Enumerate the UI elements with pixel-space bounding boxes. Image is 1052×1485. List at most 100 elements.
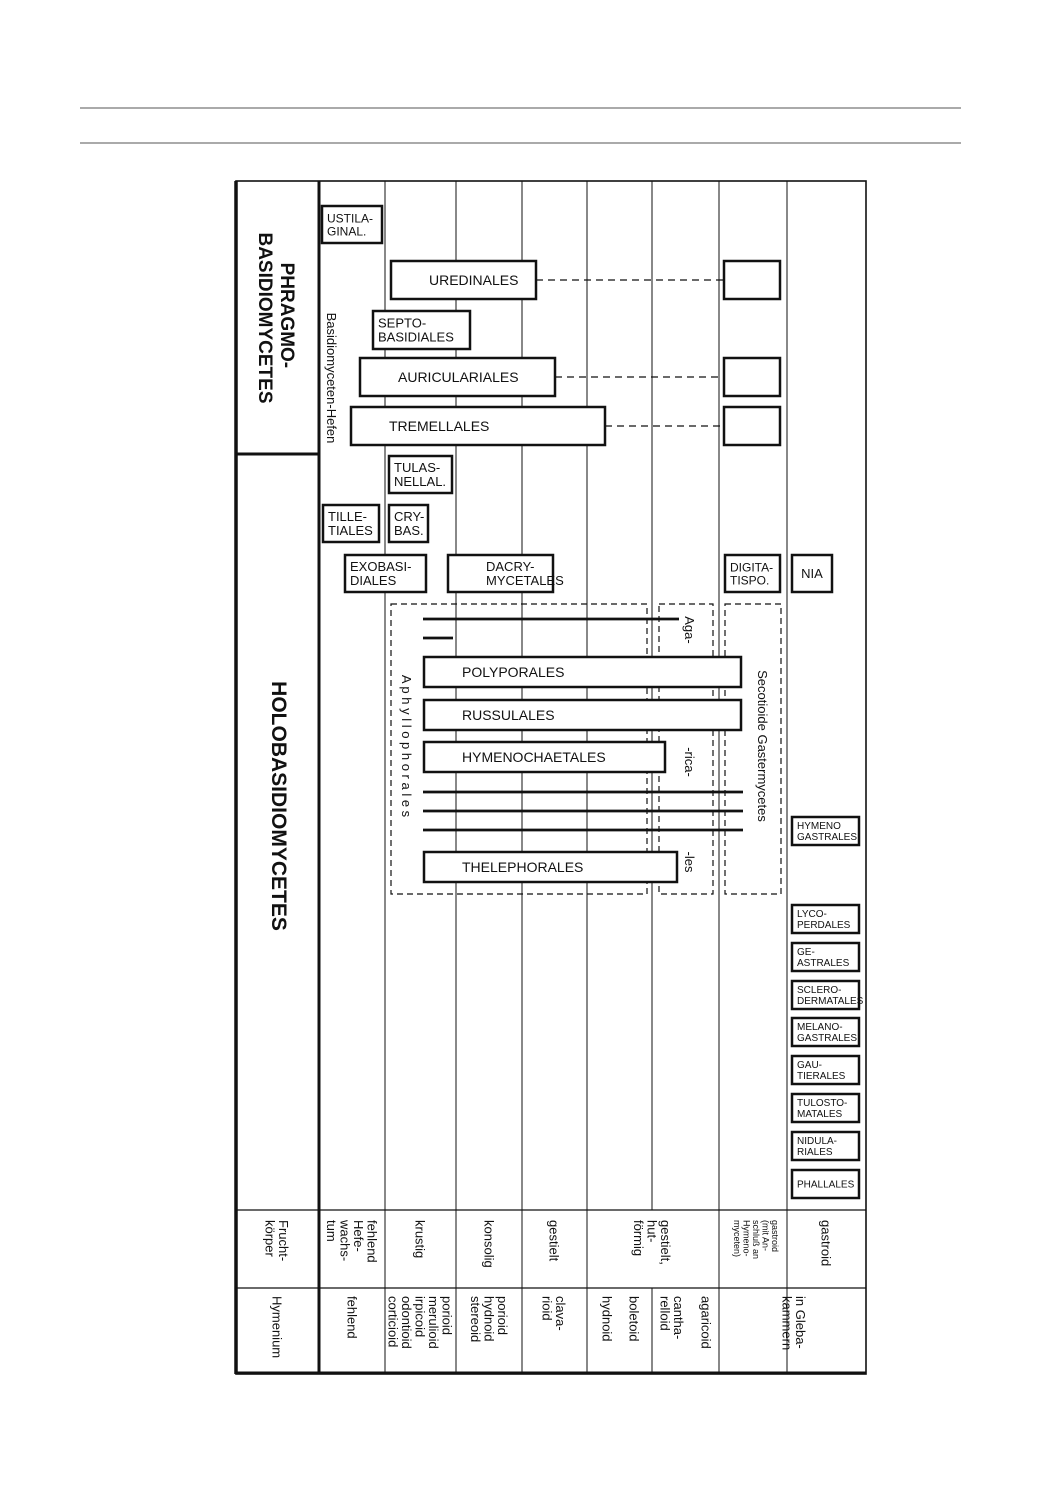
order-box [790, 815, 861, 847]
gastroid-box-auriculariales [722, 356, 782, 398]
fruchtkoerper-cell: gestielt,hut-förmig [631, 1220, 673, 1265]
fruchtkoerper-cell: fehlendHefe-wachs-tum [324, 1219, 380, 1263]
order-label: POLYPORALES [462, 664, 564, 680]
order-box [349, 405, 607, 447]
order-label: NIA [801, 566, 823, 581]
row-head-fruchtkoerper: Frucht-körper [263, 1220, 292, 1261]
secotioide-dashed-box [724, 603, 782, 895]
order-label: USTILA- [327, 211, 373, 225]
order-label: BASIDIALES [378, 330, 454, 345]
order-tremellales: TREMELLALES [349, 405, 607, 447]
order-digitatispo: DIGITA-TISPO. [723, 553, 782, 594]
order-nia: NIA [790, 553, 834, 594]
order-septobasidiales: SEPTO-BASIDIALES [371, 309, 472, 351]
order-box [387, 454, 454, 495]
label-aphyllophorales: A p h y l l o p h o r a l e s [399, 675, 414, 818]
order-label: HYMENOCHAETALES [462, 749, 606, 765]
order-box [790, 1016, 861, 1048]
order-box [389, 259, 538, 301]
order-box [343, 553, 428, 594]
hymenium-cell: porioidhydnoidstereoid [468, 1296, 510, 1342]
order-box [321, 503, 381, 544]
order-label: NELLAL. [394, 474, 446, 489]
order-box [320, 204, 384, 245]
order-label: GASTRALES [797, 832, 857, 843]
order-box [387, 503, 430, 544]
order-box [790, 1168, 861, 1200]
fruchtkoerper-cell: gestielt [546, 1220, 561, 1262]
label-rica: -rica- [682, 747, 697, 777]
order-label: PERDALES [797, 920, 851, 931]
order-box [422, 655, 743, 689]
order-sclerodermatales: SCLERO-DERMATALES [790, 979, 864, 1011]
order-box [790, 553, 834, 594]
order-label: AURICULARIALES [398, 369, 519, 385]
order-label: UREDINALES [429, 272, 518, 288]
order-phallales: PHALLALES [790, 1168, 861, 1200]
order-label: MELANO- [797, 1022, 843, 1033]
order-box [790, 979, 861, 1011]
order-label: MYCETALES [486, 573, 564, 588]
order-label: DIALES [350, 573, 397, 588]
label-secotioide: Secotioide Gastermycetes [755, 670, 770, 822]
order-dacrymycetales: DACRY-MYCETALES [446, 553, 564, 594]
label-basidiomyceten-hefen: Basidiomyceten-Hefen [324, 313, 339, 444]
order-label: GINAL. [327, 224, 366, 238]
order-label: ASTRALES [797, 958, 850, 969]
order-label: TIALES [328, 523, 373, 538]
order-label: BAS. [394, 523, 424, 538]
gastroid-box-tremellales [722, 405, 782, 447]
order-geastrales: GE-ASTRALES [790, 941, 861, 973]
order-label: CRY- [394, 509, 424, 524]
order-melanogastrales: MELANO-GASTRALES [790, 1016, 861, 1048]
order-label: TREMELLALES [389, 418, 489, 434]
order-gautierales: GAU-TIERALES [790, 1054, 861, 1086]
order-box [422, 740, 667, 774]
order-box [446, 553, 555, 594]
hymenium-cell: clava-rioid [540, 1296, 569, 1331]
fruchtkoerper-cell: konsolig [481, 1220, 496, 1268]
order-hymenochaetales: HYMENOCHAETALES [422, 740, 667, 774]
order-label: RIALES [797, 1147, 833, 1158]
group-title-phragmo: PHRAGMO- BASIDIOMYCETES [254, 232, 297, 403]
order-label: PHALLALES [797, 1180, 855, 1191]
label-les: -les [682, 852, 697, 873]
order-label: TIERALES [797, 1071, 846, 1082]
phragmo-line: PHRAGMO- [276, 263, 297, 369]
order-label: TULAS- [394, 460, 440, 475]
order-box [790, 1054, 861, 1086]
order-label: SEPTO- [378, 316, 426, 331]
fruchtkoerper-cell: krustig [412, 1220, 427, 1258]
row-head-hymenium: Hymenium [269, 1296, 284, 1358]
order-label: GE- [797, 947, 815, 958]
order-label: NIDULA- [797, 1136, 837, 1147]
order-lycoperdales: LYCO-PERDALES [790, 903, 861, 935]
order-uredinales: UREDINALES [389, 259, 538, 301]
hymenium-cell: hydnoid [599, 1296, 614, 1342]
order-tilletiales: TILLE-TIALES [321, 503, 381, 544]
label-aga: Aga- [682, 616, 697, 643]
group-title-holo: HOLOBASIDIOMYCETES [267, 681, 290, 931]
order-polyporales: POLYPORALES [422, 655, 743, 689]
hymenium-cell: fehlend [344, 1296, 359, 1339]
hymenium-cell: porioidmerulioidirpicoidodontioidcortici… [385, 1296, 454, 1349]
order-label: DIGITA- [730, 560, 773, 574]
order-label: SCLERO- [797, 985, 841, 996]
order-label: GASTRALES [797, 1033, 857, 1044]
order-label: MATALES [797, 1109, 843, 1120]
order-label: EXOBASI- [350, 559, 411, 574]
order-box [790, 903, 861, 935]
order-crybas: CRY-BAS. [387, 503, 430, 544]
order-label: RUSSULALES [462, 707, 555, 723]
order-label: THELEPHORALES [462, 859, 583, 875]
hymenium-cell: boletoid [626, 1296, 641, 1342]
order-exobasidiales: EXOBASI-DIALES [343, 553, 428, 594]
order-nidulariales: NIDULA-RIALES [790, 1130, 861, 1162]
fruchtkoerper-cell: gastroid(mit An-schluß anHymeno-myceten) [732, 1220, 780, 1259]
order-box [790, 1130, 861, 1162]
order-ustilaginal: USTILA-GINAL. [320, 204, 384, 245]
order-thelephorales: THELEPHORALES [422, 850, 679, 884]
phragmo-line: BASIDIOMYCETES [254, 232, 275, 403]
